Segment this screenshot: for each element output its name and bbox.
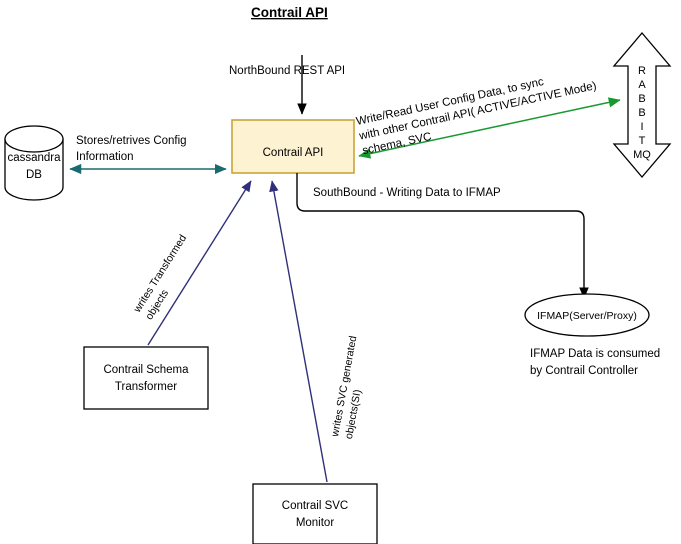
cassandra-link-label-line2: Information — [76, 151, 134, 163]
svc-monitor-label-line2: Monitor — [296, 517, 335, 529]
northbound-label: NorthBound REST API — [229, 65, 345, 77]
rabbitmq-letter-4: I — [640, 121, 643, 133]
edge-rabbitmq-link: Write/Read User Config Data, to sync wit… — [355, 76, 621, 159]
node-contrail-schema-transformer[interactable]: Contrail Schema Transformer — [83, 346, 209, 410]
schema-transformer-label-line2: Transformer — [115, 381, 177, 393]
cassandra-link-label-line1: Stores/retrives Config — [76, 135, 187, 147]
ifmap-label: IFMAP(Server/Proxy) — [537, 310, 637, 322]
cassandra-db-label-line1: cassandra — [7, 152, 61, 164]
ifmap-note-line1: IFMAP Data is consumed — [530, 348, 660, 360]
node-rabbitmq[interactable]: R A B B I T MQ — [612, 31, 672, 179]
rabbitmq-letter-3: B — [638, 107, 645, 119]
node-ifmap[interactable]: IFMAP(Server/Proxy) — [524, 293, 650, 337]
node-contrail-svc-monitor[interactable]: Contrail SVC Monitor — [252, 483, 378, 544]
note-ifmap: IFMAP Data is consumed by Contrail Contr… — [530, 348, 660, 377]
node-contrail-api[interactable]: Contrail API — [231, 119, 355, 174]
southbound-label: SouthBound - Writing Data to IFMAP — [313, 187, 501, 199]
schema-transformer-label-line1: Contrail Schema — [103, 364, 189, 376]
edge-cassandra-link: Stores/retrives Config Information — [69, 135, 227, 175]
edge-southbound: SouthBound - Writing Data to IFMAP — [296, 173, 589, 299]
edge-northbound: NorthBound REST API — [229, 55, 345, 115]
node-cassandra-db[interactable]: cassandra DB — [4, 125, 64, 201]
ifmap-note-line2: by Contrail Controller — [530, 365, 638, 377]
rabbitmq-label-mq: MQ — [633, 149, 651, 161]
svc-monitor-label-line1: Contrail SVC — [282, 500, 348, 512]
rabbitmq-letter-1: A — [638, 79, 646, 91]
edge-svc-monitor: writes SVC generated objects(SI) — [269, 180, 364, 483]
page-title: Contrail API — [251, 5, 328, 20]
rabbitmq-letter-0: R — [638, 65, 646, 77]
contrail-api-label: Contrail API — [263, 147, 324, 159]
cassandra-db-label-line2: DB — [26, 169, 42, 181]
edge-schema-transformer: writes Transformed objects — [131, 180, 252, 346]
rabbitmq-letter-2: B — [638, 93, 645, 105]
rabbitmq-letter-5: T — [639, 135, 646, 147]
